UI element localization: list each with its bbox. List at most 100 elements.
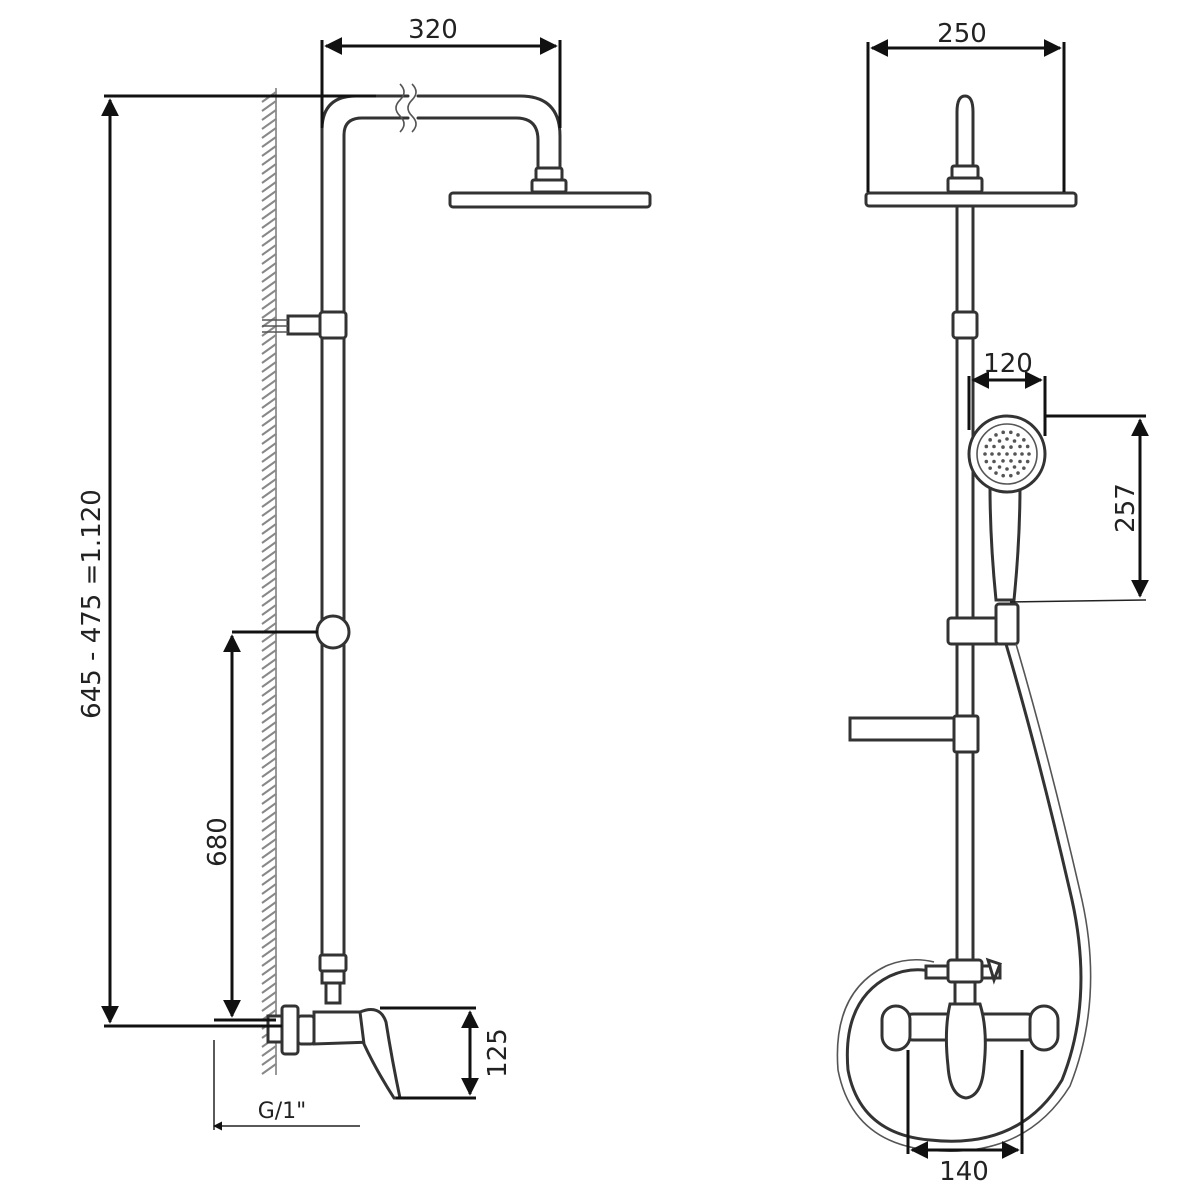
nozzle-dot [1012,465,1017,469]
nozzle-dot [1022,438,1026,442]
wall-hatch-line [261,847,277,859]
wall-hatch-line [261,613,277,625]
dim-total-height-label: 645 - 475 =1.120 [77,489,107,719]
nozzle-dot [1001,430,1005,435]
nozzle-dot [1001,445,1005,449]
wall-hatch-line [261,1000,277,1012]
wall-hatch-line [261,118,277,130]
wall-hatch-line [261,514,277,526]
dim-head-width-label: 250 [937,19,987,49]
wall-hatch-line [261,604,277,616]
nozzle-dot [1016,471,1020,475]
wall-hatch-line [261,433,277,445]
front-view: 250 120 257 140 [836,19,1149,1187]
wall-hatch-line [261,334,277,346]
wall-hatch-line [261,280,277,292]
wall-hatch-line [261,163,277,175]
wall-hatch-line [261,811,277,823]
wall-hatch-line [261,370,277,382]
wall-hatch-line [261,415,277,427]
wall-hatch-line [261,235,277,247]
wall-hatch-line [261,937,277,949]
wall-hatch-line [261,379,277,391]
dim-head-width: 250 [866,19,1066,192]
nozzle-dot [988,438,992,442]
wall-hatch-line [261,100,277,112]
dim-mixer-height-label: 680 [203,817,233,867]
dim-mixer-spacing: 140 [906,1050,1024,1187]
wall-hatch-line [261,793,277,805]
wall-hatch-line [261,910,277,922]
dim-mixer-height: 680 [203,630,318,1022]
wall-hatch-line [261,109,277,121]
wall-hatch-line [261,892,277,904]
nozzle-dot [1027,452,1031,456]
nozzle-dot [1020,452,1024,456]
wall-hatch-line [261,199,277,211]
wall-hatch-line [261,730,277,742]
nozzle-dot [1018,444,1022,449]
wall-hatch-line [261,289,277,301]
nozzle-dot [1009,445,1013,449]
wall-bracket [262,310,348,340]
wall-hatch-line [261,460,277,472]
nozzle-dot [1005,467,1009,471]
nozzle-dot [992,444,996,449]
wall-hatch-line [261,658,277,670]
wall-hatch-line [261,784,277,796]
wall-hatch-line [261,397,277,409]
wall-hatch-line [261,550,277,562]
wall-hatch-line [261,271,277,283]
wall-hatch-line [261,640,277,652]
nozzle-dot [1005,452,1009,456]
nozzle-dot [1009,430,1013,435]
wall-hatch-line [261,136,277,148]
nozzle-dot [997,439,1002,443]
wall-hatch-line [261,739,277,751]
wall-hatch-line [261,469,277,481]
wall-hatch-line [261,748,277,760]
slider-bracket [946,602,1020,646]
wall-hatch-line [261,883,277,895]
dim-hand-length-label: 257 [1111,483,1141,533]
nozzle-dot [992,459,996,464]
dim-arm-width: 320 [320,15,562,128]
wall-hatch-line [261,541,277,553]
wall-hatch-line [261,757,277,769]
wall-hatch-line [261,685,277,697]
wall-hatch-line [261,559,277,571]
nozzle-dot [1025,459,1030,464]
wall-hatch-line [261,964,277,976]
nozzle-dot [1018,459,1022,464]
dim-thread-label: G/1" [258,1099,307,1124]
wall-hatch-line [261,766,277,778]
dim-total-height: 645 - 475 =1.120 [77,94,376,1028]
wall-hatch-line [261,586,277,598]
wall-hatch-line [261,631,277,643]
wall-hatch-line [261,820,277,832]
wall-hatch-line [261,838,277,850]
dim-hand-width: 120 [967,349,1047,436]
overhead-shower-side [448,191,652,209]
dim-spout-drop: 125 [380,1006,513,1100]
wall-hatch-line [261,955,277,967]
dim-mixer-spacing-label: 140 [939,1157,989,1187]
wall-hatch-line [261,721,277,733]
wall-hatch-line [261,649,277,661]
wall-hatch-line [261,145,277,157]
wall-hatch-line [261,298,277,310]
overhead-shower-front [864,191,1078,208]
wall-hatch-line [261,388,277,400]
wall-hatch-line [261,919,277,931]
wall-hatch-line [261,667,277,679]
nozzle-dot [994,433,998,437]
nozzle-dot [988,466,992,470]
wall [261,88,277,1075]
wall-hatch-line [261,361,277,373]
nozzle-dot [1009,473,1013,478]
wall-hatch-line [261,487,277,499]
diverter-side [318,953,348,1005]
wall-hatch-line [261,208,277,220]
